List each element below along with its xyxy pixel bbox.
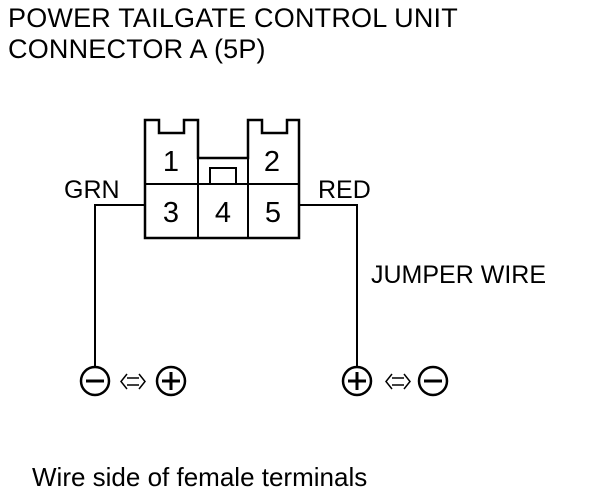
minus-terminal-right-icon: [417, 365, 449, 397]
connector-lock-tab: [209, 167, 237, 185]
jumper-wire-label: JUMPER WIRE: [371, 261, 546, 289]
swap-arrow-left-icon: [120, 373, 146, 390]
minus-terminal-left-icon: [79, 365, 111, 397]
grn-wire-label: GRN: [64, 176, 120, 204]
diagram-title-line2: CONNECTOR A (5P): [8, 34, 266, 64]
diagram-caption: Wire side of female terminals: [32, 462, 368, 492]
pin-3-label: 3: [163, 197, 179, 229]
pin-1-label: 1: [163, 146, 179, 178]
grn-wire: [94, 204, 145, 367]
plus-terminal-left-icon: [155, 365, 187, 397]
pin-5-label: 5: [265, 197, 281, 229]
pin-2-label: 2: [264, 146, 280, 178]
red-wire-label: RED: [318, 176, 371, 204]
pin-4-label: 4: [215, 197, 231, 229]
diagram-title-line1: POWER TAILGATE CONTROL UNIT: [8, 3, 458, 33]
connector-outline: [143, 118, 301, 240]
plus-terminal-right-icon: [341, 365, 373, 397]
red-wire: [299, 204, 358, 367]
swap-arrow-right-icon: [385, 373, 411, 390]
